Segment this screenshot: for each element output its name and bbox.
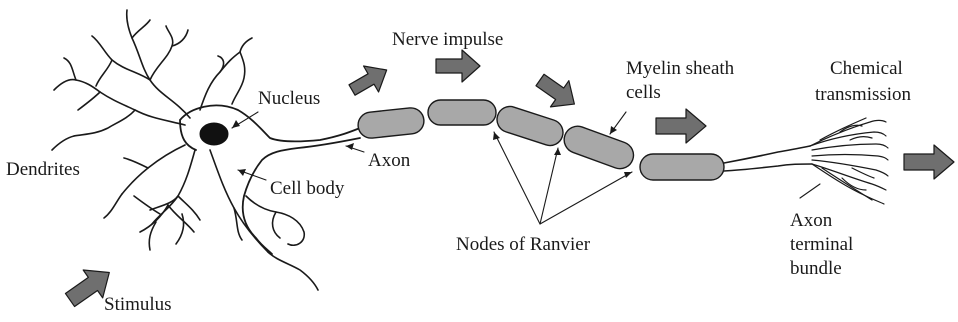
label-myelin-1: Myelin sheath bbox=[626, 58, 735, 79]
myelin-segment-5 bbox=[640, 154, 724, 180]
myelin-segment-4 bbox=[560, 122, 637, 172]
label-cell-body: Cell body bbox=[270, 178, 345, 199]
label-chemical-2: transmission bbox=[815, 84, 912, 105]
impulse-arrow-2 bbox=[436, 50, 480, 82]
label-terminal-1: Axon bbox=[790, 210, 833, 231]
label-stimulus: Stimulus bbox=[104, 294, 172, 315]
axon-fibre bbox=[724, 146, 812, 171]
label-dendrites: Dendrites bbox=[6, 159, 80, 180]
myelin-sheath bbox=[357, 100, 724, 180]
node-leader-3 bbox=[540, 172, 632, 224]
label-axon: Axon bbox=[368, 150, 411, 171]
axon-terminal-bundle bbox=[810, 118, 888, 204]
label-terminal-2: terminal bbox=[790, 234, 853, 255]
label-nodes-of-ranvier: Nodes of Ranvier bbox=[456, 234, 591, 255]
label-myelin-2: cells bbox=[626, 82, 661, 103]
myelin-segment-1 bbox=[357, 107, 425, 140]
label-nucleus: Nucleus bbox=[258, 88, 320, 109]
nucleus-shape bbox=[200, 123, 228, 145]
label-terminal-3: bundle bbox=[790, 258, 842, 279]
node-leader-1 bbox=[494, 132, 540, 224]
myelin-segment-2 bbox=[428, 100, 496, 125]
label-nerve-impulse: Nerve impulse bbox=[392, 29, 503, 50]
impulse-arrow-3 bbox=[531, 67, 584, 117]
dendrites-lower bbox=[104, 145, 318, 290]
terminal-leader bbox=[800, 184, 820, 198]
impulse-arrow-1 bbox=[345, 57, 395, 103]
node-leader-2 bbox=[540, 148, 558, 224]
chemical-arrow bbox=[904, 145, 954, 179]
impulse-arrow-4 bbox=[656, 109, 706, 143]
label-chemical-1: Chemical bbox=[830, 58, 903, 79]
myelin-segment-3 bbox=[494, 103, 567, 149]
